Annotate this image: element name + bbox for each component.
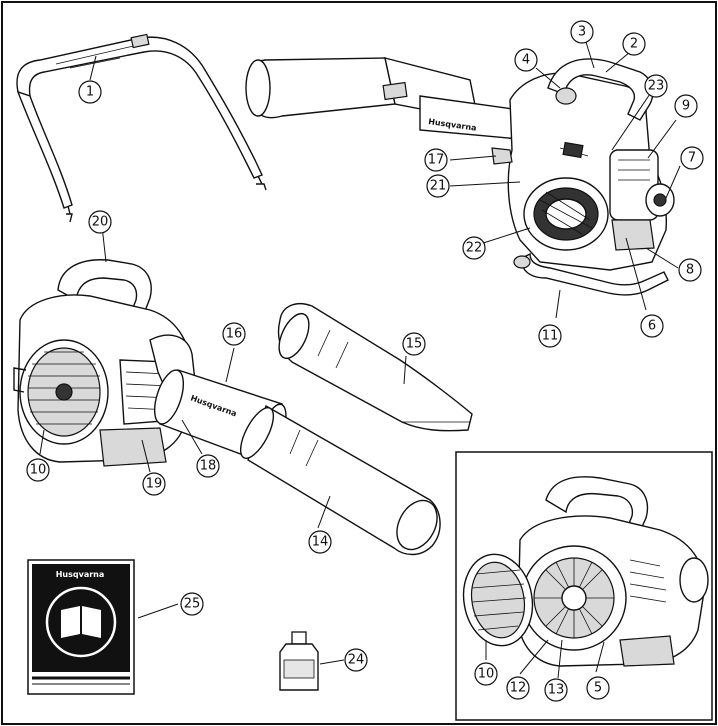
callout-label: 19	[146, 477, 163, 492]
callout-24: 24	[344, 648, 368, 672]
callout-label: 10	[478, 667, 495, 682]
callout-15: 15	[402, 332, 426, 356]
callout-10-inset: 10	[474, 662, 498, 686]
callout-7: 7	[680, 146, 704, 170]
callout-6: 6	[640, 314, 664, 338]
callout-4: 4	[514, 48, 538, 72]
callout-label: 6	[648, 319, 656, 334]
callout-label: 14	[312, 535, 329, 550]
callout-label: 16	[226, 327, 243, 342]
callout-label: 10	[30, 463, 47, 478]
inset-blower	[462, 476, 709, 667]
callout-17: 17	[424, 148, 448, 172]
callout-label: 23	[648, 79, 665, 94]
blower-body	[13, 259, 197, 467]
callout-1: 1	[78, 80, 102, 104]
callout-label: 22	[466, 241, 483, 256]
callout-12: 12	[506, 676, 530, 700]
callout-25: 25	[180, 592, 204, 616]
callout-22: 22	[462, 236, 486, 260]
assembled-blower: Husqvarna	[245, 57, 675, 296]
callout-label: 17	[428, 153, 445, 168]
callout-2: 2	[622, 32, 646, 56]
callout-label: 3	[578, 25, 586, 40]
callout-20: 20	[88, 210, 112, 234]
callout-label: 1	[86, 85, 94, 100]
callout-label: 7	[688, 151, 696, 166]
leader-lines	[39, 41, 681, 679]
callout-9: 9	[674, 94, 698, 118]
callout-label: 5	[594, 681, 602, 696]
callout-18: 18	[196, 454, 220, 478]
callout-5: 5	[586, 676, 610, 700]
callout-label: 2	[630, 37, 638, 52]
callout-13: 13	[544, 678, 568, 702]
callout-label: 21	[430, 179, 447, 194]
callout-label: 13	[548, 683, 565, 698]
callout-label: 15	[406, 337, 423, 352]
callout-label: 24	[348, 653, 365, 668]
callout-8: 8	[678, 258, 702, 282]
flat-nozzle-15	[277, 302, 473, 432]
shoulder-harness	[16, 33, 267, 223]
callout-21: 21	[426, 174, 450, 198]
callout-label: 20	[92, 215, 109, 230]
callout-label: 8	[686, 263, 694, 278]
callout-label: 4	[522, 53, 530, 68]
callout-label: 18	[200, 459, 217, 474]
callout-19: 19	[142, 472, 166, 496]
callout-11: 11	[538, 324, 562, 348]
manual-brand: Husqvarna	[56, 570, 105, 579]
callout-3: 3	[570, 20, 594, 44]
callout-label: 25	[184, 597, 201, 612]
callout-label: 12	[510, 681, 527, 696]
operators-manual: Husqvarna	[27, 559, 135, 695]
blower-tube-14	[239, 404, 441, 556]
callout-14: 14	[308, 530, 332, 554]
oil-bottle	[279, 631, 319, 691]
callout-16: 16	[222, 322, 246, 346]
callout-23: 23	[644, 74, 668, 98]
callout-10-body: 10	[26, 458, 50, 482]
callout-label: 9	[682, 99, 690, 114]
callout-label: 11	[542, 329, 559, 344]
